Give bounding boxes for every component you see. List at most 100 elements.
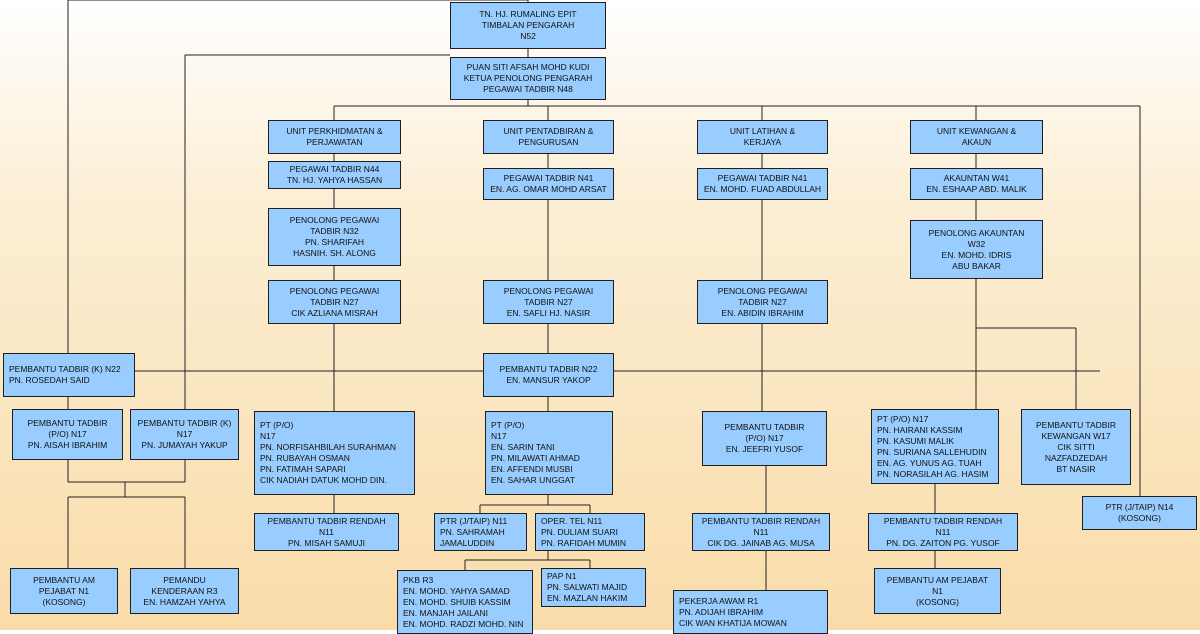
org-box-line: W32 bbox=[967, 238, 986, 249]
org-box-line: PN. AISAH IBRAHIM bbox=[27, 440, 108, 450]
org-box-line: EN. MANSUR YAKOP bbox=[506, 375, 591, 385]
org-box-line: EN. MOHD. SHUIB KASSIM bbox=[403, 596, 511, 607]
org-box-line: PEGAWAI TADBIR N44 bbox=[289, 164, 380, 174]
org-box-line: PT (P/O) bbox=[260, 420, 294, 430]
org-box-line: EN. MANJAH JAILANI bbox=[403, 607, 489, 618]
org-box-line: EN. MOHD. YAHYA SAMAD bbox=[403, 585, 510, 596]
org-box-line: CIK AZLIANA MISRAH bbox=[291, 307, 378, 318]
org-box-line: UNIT PENTADBIRAN & bbox=[503, 126, 594, 136]
org-box-line: AKAUN bbox=[961, 137, 992, 147]
org-box-unit-pentadbiran: UNIT PENTADBIRAN &PENGURUSAN bbox=[483, 120, 614, 154]
org-box-line: PN. DULIAM SUARI bbox=[541, 526, 618, 537]
org-box-line: PN. RAFIDAH MUMIN bbox=[541, 537, 626, 548]
org-box-line: UNIT PERKHIDMATAN & bbox=[286, 126, 383, 136]
org-box-line: EN. ESHAAP ABD. MALIK bbox=[926, 184, 1027, 194]
org-box-line: AKAUNTAN W41 bbox=[943, 173, 1010, 183]
org-box-line: EN. MOHD. RADZI MOHD. NIN bbox=[403, 618, 524, 629]
org-box-unit-latihan: UNIT LATIHAN &KERJAYA bbox=[697, 120, 828, 154]
org-box-line: TN. HJ. YAHYA HASSAN bbox=[286, 175, 383, 185]
org-box-line: CIK SITTI bbox=[1057, 441, 1095, 452]
org-box-line: PN. ADIJAH IBRAHIM bbox=[679, 606, 764, 617]
org-box-line: KENDERAAN R3 bbox=[151, 585, 218, 596]
org-box-line: KETUA PENOLONG PENGARAH bbox=[463, 73, 593, 83]
org-box-line: PN. SURIANA SALLEHUDIN bbox=[877, 446, 987, 457]
org-box-line: PN. SHARIFAH bbox=[304, 237, 365, 247]
org-box-line: PEMBANTU TADBIR RENDAH bbox=[883, 515, 1003, 526]
org-box-line: (P/O) N17 bbox=[48, 429, 87, 439]
org-box-line: PENOLONG AKAUNTAN bbox=[928, 227, 1025, 238]
org-box-line: TADBIR N27 bbox=[524, 296, 573, 307]
org-box-line: PN. DG. ZAITON PG. YUSOF bbox=[886, 537, 1000, 548]
org-box-line: PENOLONG PEGAWAI bbox=[289, 215, 380, 225]
org-box-line: PEMBANTU TADBIR bbox=[724, 422, 805, 432]
org-box-line: EN. SAHAR UNGGAT bbox=[491, 475, 575, 485]
org-box-line: N11 bbox=[935, 526, 951, 537]
org-box-line: EN. MOHD. IDRIS bbox=[941, 249, 1012, 260]
org-box-line: CIK DG. JAINAB AG. MUSA bbox=[707, 537, 815, 548]
org-box-line: PN. MISAH SAMUJI bbox=[288, 537, 365, 548]
org-box-line: PENOLONG PEGAWAI bbox=[503, 285, 594, 296]
org-box-line: PENOLONG PEGAWAI bbox=[289, 285, 380, 296]
org-box-line: PEMBANTU TADBIR bbox=[1036, 419, 1116, 430]
org-box-line: EN. AG. YUNUS AG. TUAH bbox=[877, 457, 982, 468]
org-box-line: EN. MAZLAN HAKIM bbox=[547, 593, 628, 603]
org-box-line: PN. NORFISAHBILAH SURAHMAN bbox=[260, 442, 397, 452]
org-box-line: PEKERJA AWAM R1 bbox=[679, 595, 759, 606]
org-box-line: PN. JUMAYAH YAKUP bbox=[141, 440, 228, 450]
org-box-line: PN. FATIMAH SAPARI bbox=[260, 464, 346, 474]
org-box-line: PN. NORASILAH AG. HASIM bbox=[877, 468, 989, 479]
org-box-line: PEMBANTU AM PEJABAT bbox=[886, 574, 989, 585]
org-box-line: PN. ROSEDAH SAID bbox=[9, 375, 90, 385]
org-box-line: (KOSONG) bbox=[42, 596, 86, 607]
org-box-line: PERJAWATAN bbox=[306, 137, 363, 147]
org-box-line: (KOSONG) bbox=[1118, 513, 1161, 523]
org-box-line: PKB R3 bbox=[403, 574, 434, 585]
org-box-line: N1 bbox=[932, 585, 943, 596]
org-box-line: PEGAWAI TADBIR N41 bbox=[503, 173, 594, 183]
org-box-line: TIMBALAN PENGARAH bbox=[481, 20, 575, 30]
org-box-line: PEGAWAI TADBIR N41 bbox=[717, 173, 808, 183]
org-box-line: PENOLONG PEGAWAI bbox=[717, 285, 808, 296]
org-box-line: EN. JEEFRI YUSOF bbox=[725, 444, 804, 454]
org-box-line: PUAN SITI AFSAH MOHD KUDI bbox=[466, 62, 590, 72]
org-box-line: (P/O) N17 bbox=[745, 433, 784, 443]
org-box-line: EN. AFFENDI MUSBI bbox=[491, 464, 573, 474]
org-box-line: TADBIR N32 bbox=[310, 226, 359, 236]
org-box-line: (KOSONG) bbox=[916, 596, 959, 607]
org-box-line: TADBIR N27 bbox=[738, 296, 787, 307]
org-box-line: ABU BAKAR bbox=[952, 260, 1001, 271]
org-box-line: N11 bbox=[319, 526, 334, 537]
org-box-line: PN. HAIRANI KASSIM bbox=[877, 424, 963, 435]
org-box-line: PN. RUBAYAH OSMAN bbox=[260, 453, 350, 463]
org-box-line: PEMBANTU TADBIR RENDAH bbox=[701, 515, 821, 526]
org-box-ptr-jtaip-n14: PTR (J/TAIP) N14(KOSONG) bbox=[1082, 496, 1197, 530]
org-box-line: OPER. TEL N11 bbox=[541, 515, 603, 526]
org-box-line: PN. SALWATI MAJID bbox=[547, 582, 628, 592]
org-box-line: PEMBANTU TADBIR (K) bbox=[137, 418, 232, 428]
org-box-line: KERJAYA bbox=[743, 137, 782, 147]
org-box-line: JAMALUDDIN bbox=[440, 537, 495, 548]
org-box-unit-perkhidmatan: UNIT PERKHIDMATAN &PERJAWATAN bbox=[268, 120, 401, 154]
org-box-unit-kewangan: UNIT KEWANGAN &AKAUN bbox=[910, 120, 1043, 154]
